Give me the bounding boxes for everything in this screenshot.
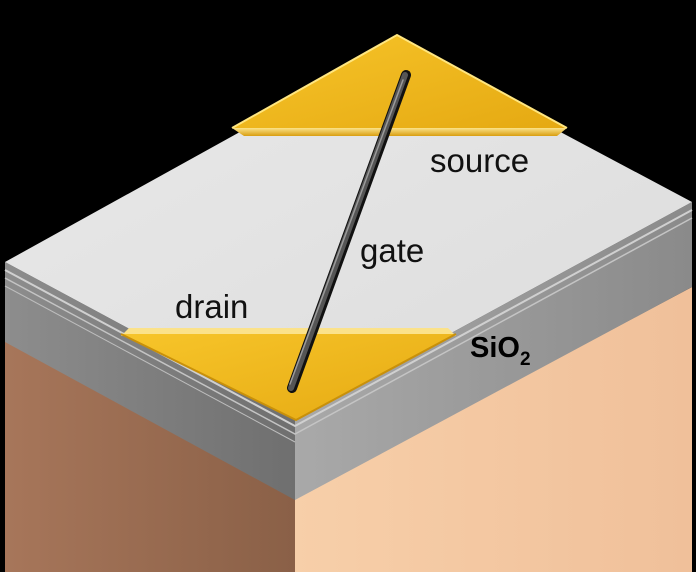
oxide-label: SiO2 — [470, 332, 531, 370]
oxide-side-face — [295, 202, 692, 500]
gate-wire-highlight — [289, 79, 404, 385]
source-electrode-edge — [232, 128, 567, 136]
drain-electrode — [120, 328, 457, 422]
drain-electrode-top — [121, 334, 456, 420]
source-label: source — [430, 142, 529, 179]
gate-wire — [287, 70, 411, 393]
oxide-label-subscript: 2 — [520, 349, 531, 370]
layer-stripe — [4, 209, 693, 428]
drain-label: drain — [175, 288, 248, 325]
source-electrode-highlight — [231, 33, 568, 129]
drain-electrode-shadow — [120, 333, 457, 422]
layer-stripe — [4, 217, 693, 435]
oxide-layer — [4, 202, 693, 500]
oxide-front-face — [5, 262, 295, 500]
substrate-front-face — [5, 340, 295, 572]
substrate-side-face — [295, 287, 692, 572]
layer-stripe — [4, 285, 296, 443]
gate-label: gate — [360, 232, 424, 269]
oxide-label-main: SiO — [470, 332, 520, 364]
substrate — [5, 287, 692, 572]
